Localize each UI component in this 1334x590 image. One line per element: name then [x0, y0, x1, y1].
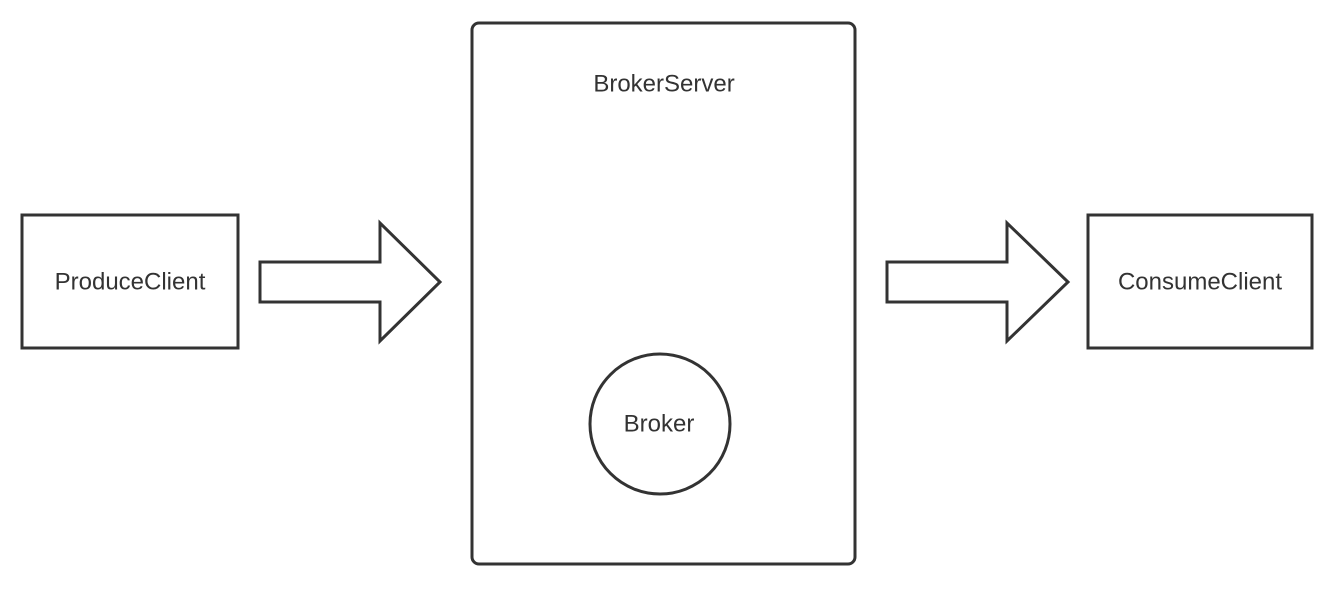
- broker-circle: [588, 352, 732, 496]
- produce-client-box: [20, 213, 240, 350]
- consume-client-node: ConsumeClient: [1086, 213, 1314, 350]
- broker-label: Broker: [624, 410, 695, 437]
- broker-server-label: BrokerServer: [593, 70, 734, 97]
- consume-client-label: ConsumeClient: [1118, 268, 1282, 295]
- consume-client-box: [1086, 213, 1314, 350]
- broker-server-node: BrokerServer Broker: [470, 21, 857, 566]
- produce-client-label: ProduceClient: [55, 268, 206, 295]
- produce-client-node: ProduceClient: [20, 213, 240, 350]
- arrow-producer-to-server: [258, 219, 443, 345]
- broker-node: Broker: [588, 352, 732, 496]
- arrow-server-to-consumer: [885, 219, 1071, 345]
- broker-server-box: [470, 21, 857, 566]
